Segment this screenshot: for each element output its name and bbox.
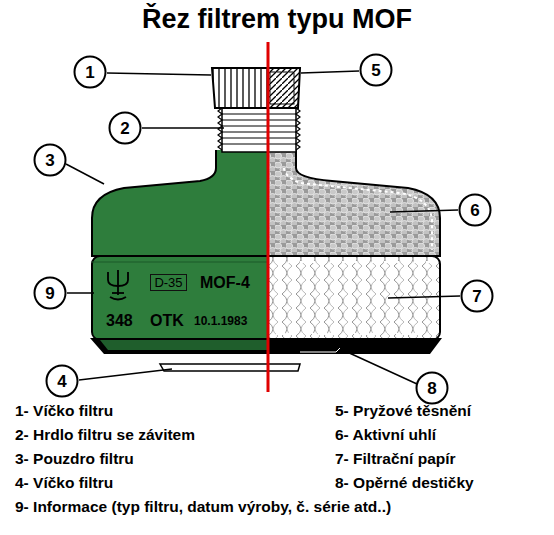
callout-number: 7: [472, 288, 481, 305]
callout-outline: [75, 57, 106, 88]
callout-number: 8: [427, 380, 436, 397]
callout-circle: 1: [73, 55, 107, 89]
legend-item: 4- Víčko filtru: [15, 474, 113, 492]
diagram-title: Řez filtrem typu MOF: [142, 4, 412, 35]
callout-outline: [35, 278, 66, 309]
callout-number: 3: [45, 152, 54, 169]
callout-outline: [460, 195, 491, 226]
callout-number: 9: [45, 285, 54, 302]
callout-outline: [35, 145, 66, 176]
leader-lines: [66, 71, 460, 384]
legend-item: 5- Pryžové těsnění: [335, 402, 471, 420]
callout-circle: 7: [460, 279, 494, 313]
legend-item: 3- Pouzdro filtru: [15, 450, 134, 468]
section-line: [267, 42, 270, 392]
marking-box: D-35: [150, 274, 187, 291]
legend-item: 9- Informace (typ filtru, datum výroby, …: [15, 498, 391, 516]
callout-outline: [462, 281, 493, 312]
callout-number: 4: [57, 373, 66, 390]
serial-number: 348: [106, 312, 133, 330]
legend-item: 7- Filtrační papír: [335, 450, 456, 468]
callout-circle: 3: [33, 143, 67, 177]
filter-bottom: [90, 338, 442, 354]
bottom-cap: [160, 364, 300, 371]
callout-circle: 4: [45, 364, 79, 398]
callout-circle: 2: [108, 111, 142, 145]
callout-number: 5: [371, 62, 380, 79]
legend-item: 2- Hrdlo filtru se závitem: [15, 426, 195, 444]
top-cap: [212, 68, 300, 108]
filter-neck: [218, 108, 300, 152]
legend-item: 6- Aktivní uhlí: [335, 426, 436, 444]
callout-outline: [110, 113, 141, 144]
callout-number: 1: [85, 64, 94, 81]
production-date: 10.1.1983: [194, 315, 247, 329]
filter-housing: [92, 150, 440, 256]
callout-number: 6: [470, 202, 479, 219]
filter-type: MOF-4: [200, 274, 250, 292]
inspection-mark: OTK: [150, 312, 184, 330]
legend-item: 8- Opěrné destičky: [335, 474, 474, 492]
trident-emblem: [108, 270, 128, 300]
callout-circle: 8: [415, 371, 449, 405]
callout-circle: 5: [359, 53, 393, 87]
callout-number: 2: [120, 120, 129, 137]
callout-outline: [47, 366, 78, 397]
marking-text: D-35: [154, 276, 182, 289]
filter-band: [92, 256, 440, 340]
legend-item: 1- Víčko filtru: [15, 402, 113, 420]
callout-circle: 6: [458, 193, 492, 227]
callout-circle: 9: [33, 276, 67, 310]
callout-outline: [361, 55, 392, 86]
callout-outline: [417, 373, 448, 404]
